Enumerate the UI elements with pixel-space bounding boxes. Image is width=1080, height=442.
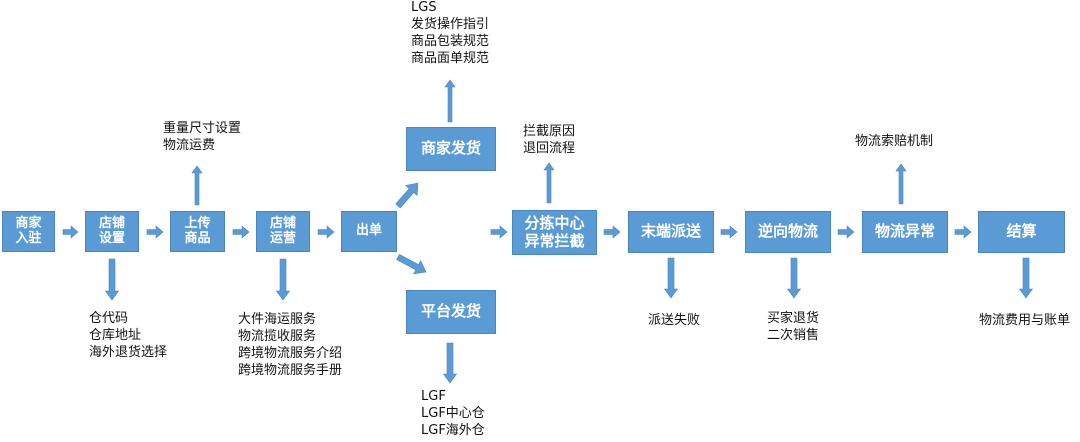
note-line: 重量尺寸设置 — [163, 121, 242, 136]
arrow-up-icon — [543, 162, 555, 204]
step-last-mile-delivery: 末端派送 — [628, 211, 714, 253]
note-line: 买家退货 — [767, 311, 820, 326]
arrow-right-icon — [490, 225, 508, 239]
step-label-line: 逆向物流 — [757, 222, 818, 241]
note-line: LGS — [411, 0, 437, 15]
step-upload-product: 上传 商品 — [170, 211, 225, 252]
note-merchant-shipping: LGS 发货操作指引 商品包装规范 商品面单规范 — [411, 0, 489, 67]
step-label-line: 商家发货 — [420, 139, 481, 158]
step-label-line: 商品 — [184, 230, 211, 246]
note-line: 跨境物流服务介绍 — [238, 346, 343, 361]
step-label-line: 设置 — [98, 230, 125, 246]
note-line: 物流揽收服务 — [238, 329, 317, 344]
note-line: 物流运费 — [163, 138, 216, 153]
step-reverse-logistics: 逆向物流 — [745, 211, 831, 253]
note-line: 商品面单规范 — [411, 51, 490, 66]
step-settlement: 结算 — [978, 211, 1065, 253]
note-line: LGF海外仓 — [421, 423, 485, 438]
step-sorting-center: 分拣中心 异常拦截 — [512, 210, 597, 255]
step-merchant-shipping: 商家发货 — [406, 127, 496, 171]
note-settlement: 物流费用与账单 — [979, 312, 1070, 329]
arrow-right-icon — [603, 225, 621, 239]
note-line: 跨境物流服务手册 — [238, 363, 343, 378]
note-line: 物流索赔机制 — [855, 134, 934, 149]
note-line: 物流费用与账单 — [979, 313, 1071, 328]
arrow-diagonal-up-icon — [395, 182, 419, 209]
note-line: 拦截原因 — [523, 124, 576, 139]
step-label-line: 商家 — [15, 215, 42, 231]
note-line: 仓库地址 — [89, 328, 142, 343]
step-order-placed: 出单 — [341, 211, 397, 252]
arrow-up-icon — [191, 165, 203, 206]
arrow-up-icon — [895, 163, 907, 205]
step-label-line: 出单 — [355, 223, 382, 239]
note-line: 海外退货选择 — [89, 345, 168, 360]
note-line: 退回流程 — [523, 141, 576, 156]
note-line: 大件海运服务 — [238, 312, 317, 327]
note-line: LGF — [421, 389, 446, 404]
step-label-line: 入驻 — [15, 230, 42, 246]
arrow-right-icon — [317, 225, 335, 239]
step-label-line: 异常拦截 — [524, 231, 585, 250]
arrow-right-icon — [720, 225, 738, 239]
step-label-line: 结算 — [1006, 222, 1037, 241]
note-logistics-exception: 物流索赔机制 — [855, 133, 933, 150]
note-line: 发货操作指引 — [411, 17, 490, 32]
step-store-operation: 店铺 运营 — [256, 211, 310, 252]
note-sorting-center: 拦截原因 退回流程 — [523, 123, 575, 157]
arrow-down-icon — [786, 257, 802, 299]
note-platform-shipping: LGF LGF中心仓 LGF海外仓 — [421, 388, 485, 439]
step-logistics-exception: 物流异常 — [862, 211, 948, 253]
step-store-setup: 店铺 设置 — [85, 211, 139, 252]
step-label-line: 店铺 — [269, 215, 296, 231]
arrow-right-icon — [146, 225, 164, 239]
step-label-line: 末端派送 — [640, 222, 701, 241]
step-label-line: 运营 — [269, 230, 296, 246]
arrow-down-icon — [663, 257, 679, 299]
step-label-line: 店铺 — [98, 215, 125, 231]
step-label-line: 上传 — [184, 215, 211, 231]
step-label-line: 分拣中心 — [524, 214, 585, 233]
note-upload-product: 重量尺寸设置 物流运费 — [163, 120, 241, 154]
step-merchant-onboarding: 商家 入驻 — [2, 211, 55, 252]
arrow-right-icon — [837, 225, 855, 239]
note-line: 派送失败 — [648, 313, 701, 328]
arrow-down-icon — [442, 342, 458, 384]
arrow-right-icon — [62, 225, 79, 239]
note-line: 二次销售 — [767, 328, 820, 343]
arrow-diagonal-down-icon — [396, 253, 427, 275]
arrow-right-icon — [954, 225, 972, 239]
note-line: 商品包装规范 — [411, 34, 490, 49]
arrow-up-icon — [444, 79, 456, 123]
arrow-down-icon — [275, 258, 291, 301]
note-last-mile-delivery: 派送失败 — [648, 312, 700, 329]
arrow-down-icon — [104, 258, 120, 301]
note-store-setup: 仓代码 仓库地址 海外退货选择 — [89, 310, 167, 361]
arrow-down-icon — [1018, 257, 1034, 299]
note-store-operation: 大件海运服务 物流揽收服务 跨境物流服务介绍 跨境物流服务手册 — [238, 311, 342, 379]
note-line: LGF中心仓 — [421, 406, 485, 421]
step-label-line: 物流异常 — [874, 222, 935, 241]
note-line: 仓代码 — [89, 311, 129, 326]
arrow-right-icon — [232, 225, 250, 239]
note-reverse-logistics: 买家退货 二次销售 — [767, 310, 819, 344]
step-platform-shipping: 平台发货 — [406, 290, 496, 334]
step-label-line: 平台发货 — [420, 302, 481, 321]
